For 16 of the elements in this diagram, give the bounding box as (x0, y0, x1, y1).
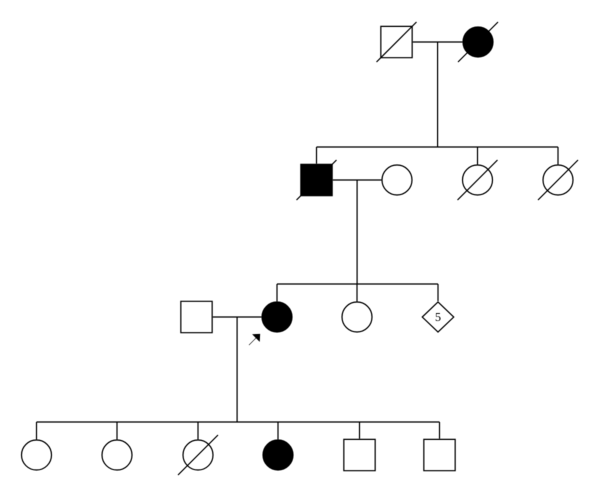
connector-line (212, 316, 262, 318)
connector-line (332, 179, 382, 181)
circle-symbol (20, 439, 52, 471)
square-symbol (180, 300, 213, 334)
filled-circle-symbol (261, 301, 293, 333)
circle-symbol (381, 164, 413, 196)
connector-line (412, 41, 462, 43)
arrow (248, 334, 260, 346)
circle-symbol (101, 439, 133, 471)
branch-connector (276, 179, 439, 302)
branch-connector (36, 316, 440, 440)
square-symbol (343, 438, 376, 472)
square-symbol (423, 438, 456, 472)
filled-circle-symbol (262, 439, 294, 471)
branch-connector (316, 41, 559, 164)
circle-symbol (341, 301, 373, 333)
